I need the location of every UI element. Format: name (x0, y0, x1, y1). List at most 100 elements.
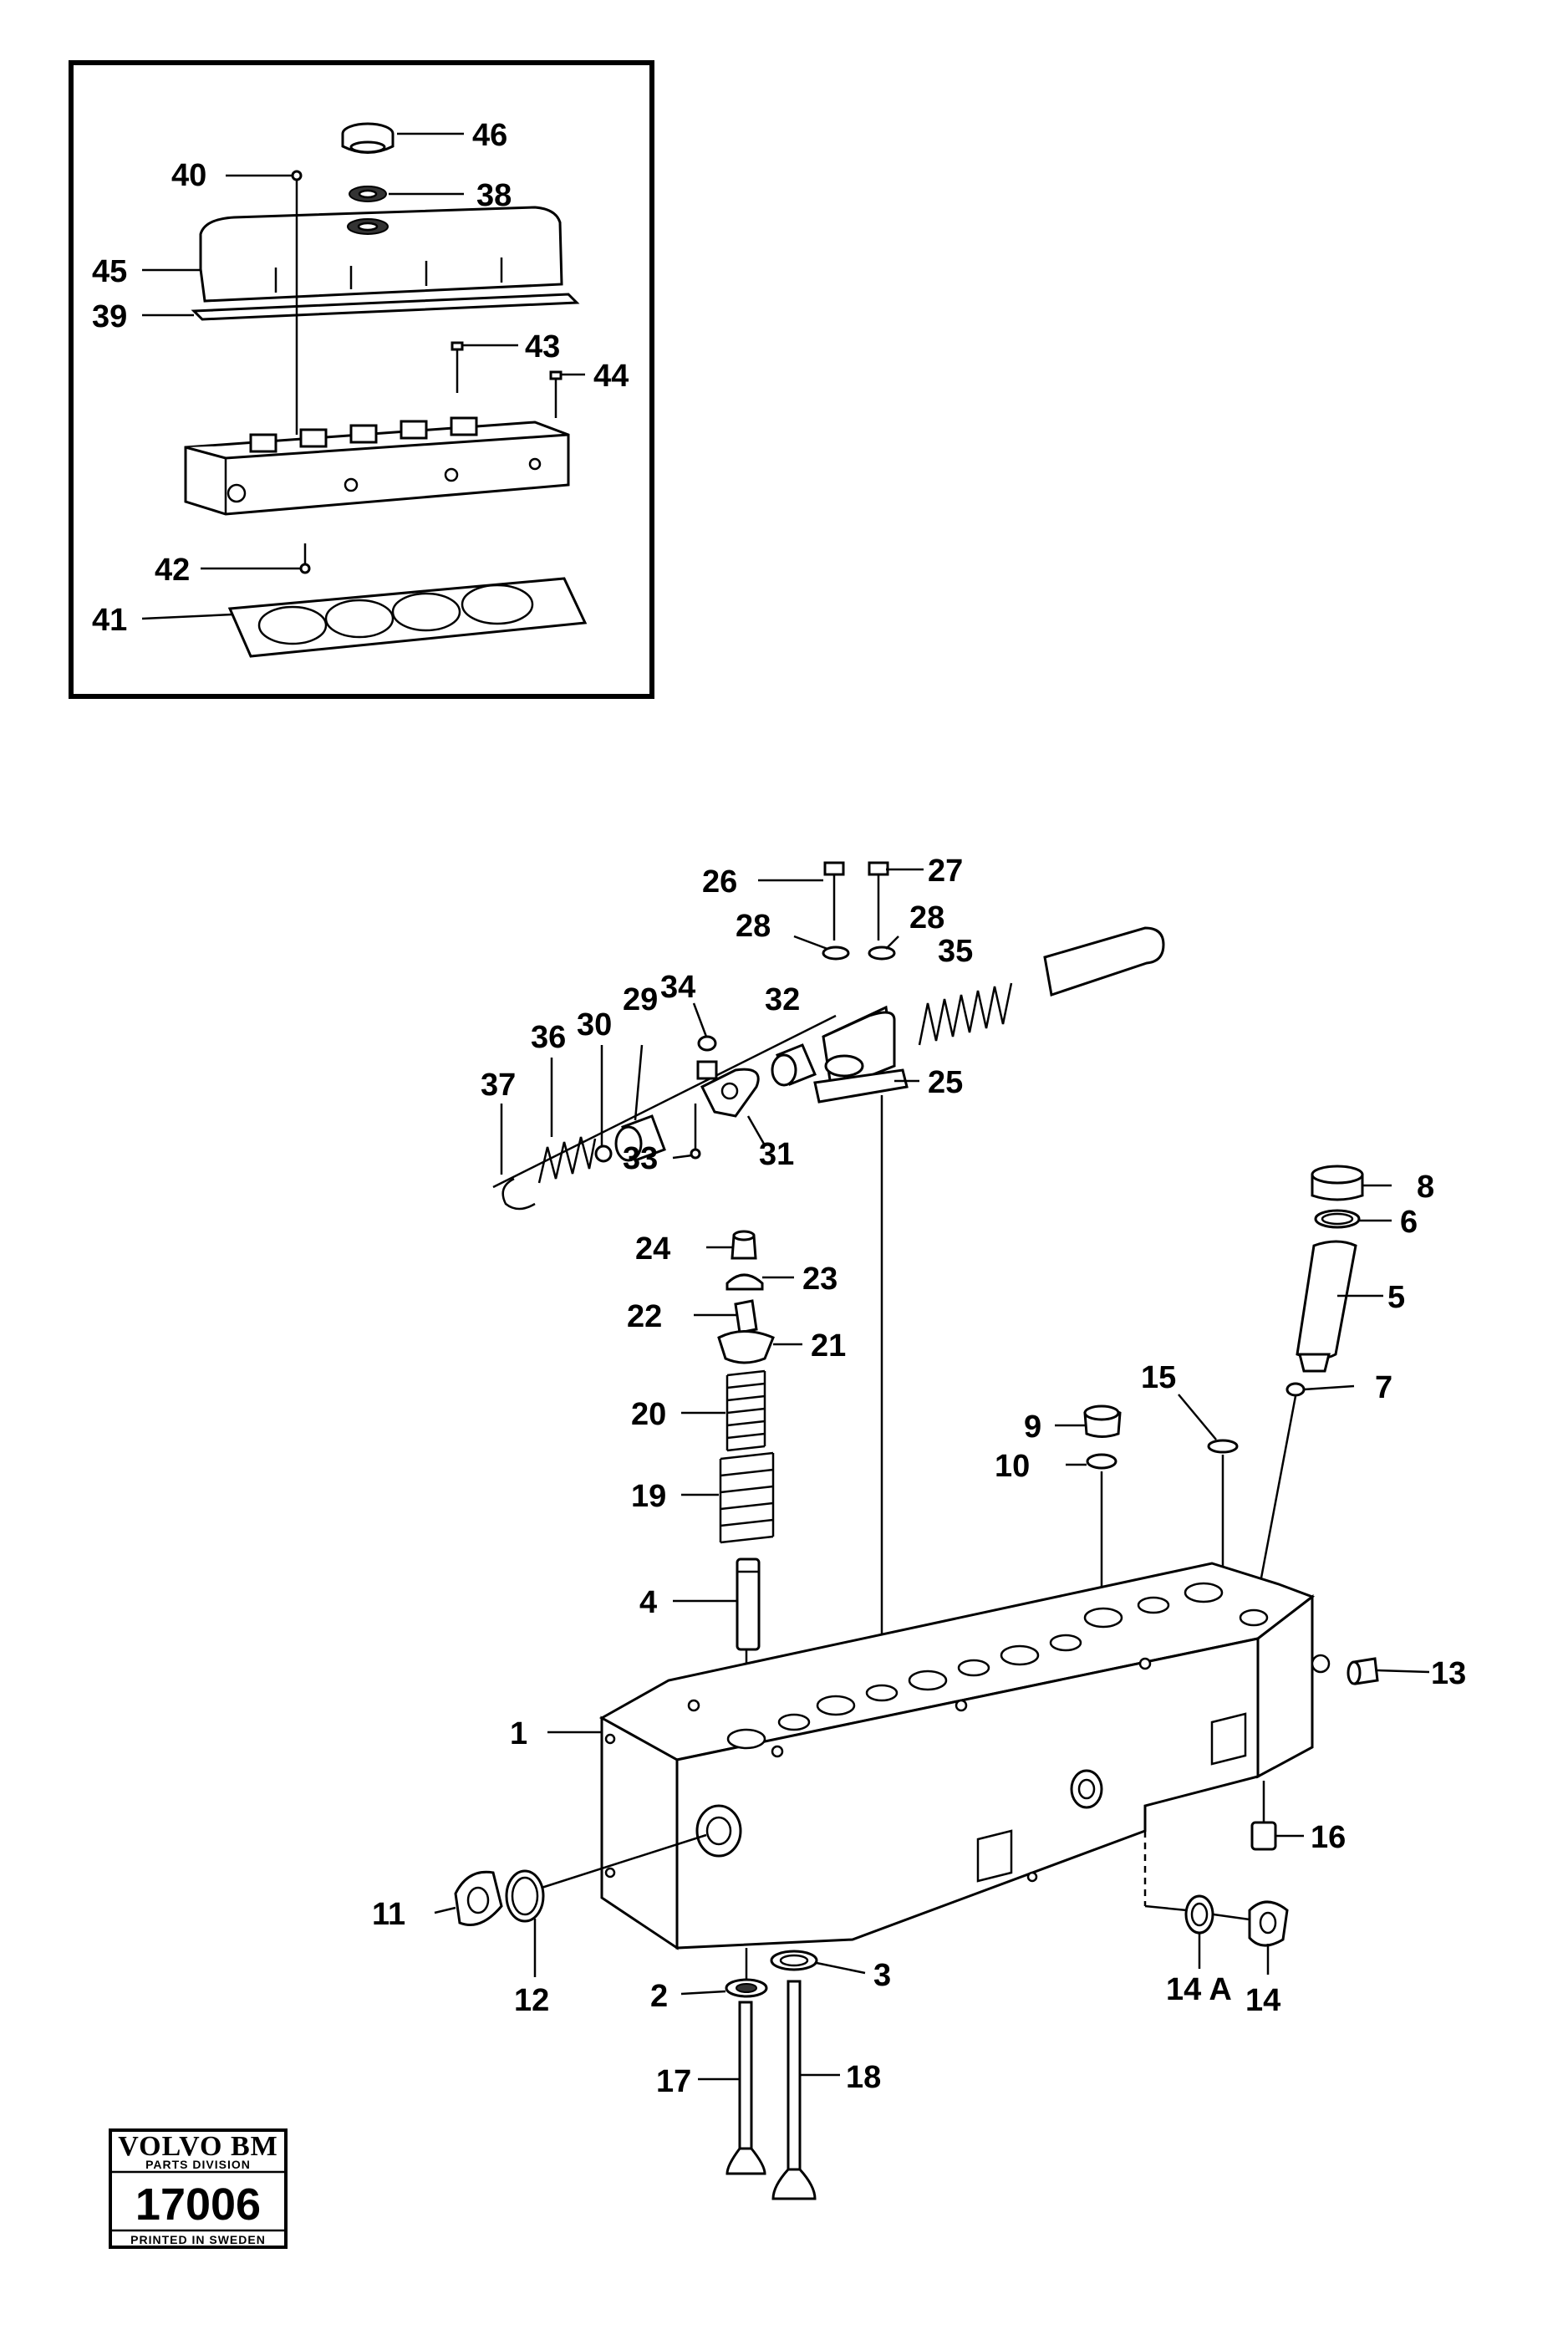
part-spring-retainer (717, 1330, 775, 1364)
stamp-frame (109, 2128, 288, 2249)
part-washer-28-left (822, 946, 850, 961)
label-32: 32 (765, 982, 800, 1017)
label-28-left: 28 (736, 909, 771, 944)
inset-valve-cover-group: 46 40 38 45 39 43 44 42 41 (69, 60, 654, 699)
label-38: 38 (476, 178, 512, 213)
label-40: 40 (171, 158, 206, 193)
label-35: 35 (938, 934, 973, 969)
part-screw-44 (549, 370, 563, 418)
label-46: 46 (472, 118, 507, 153)
part-plug-9 (1083, 1404, 1122, 1438)
stamp-footer: PRINTED IN SWEDEN (130, 2233, 266, 2246)
part-rotator (725, 1273, 764, 1291)
part-nut (697, 1035, 717, 1052)
part-washer-7 (1285, 1382, 1306, 1397)
part-valve-seat-3 (770, 1950, 818, 1971)
label-17: 17 (656, 2064, 691, 2099)
label-37: 37 (481, 1068, 516, 1103)
label-31: 31 (759, 1137, 794, 1172)
label-43: 43 (525, 329, 560, 364)
label-16: 16 (1311, 1820, 1346, 1855)
label-42: 42 (155, 553, 190, 588)
part-valve-17 (725, 2001, 766, 2175)
label-25: 25 (928, 1065, 963, 1100)
label-24: 24 (635, 1231, 670, 1267)
stamp-number: 17006 (135, 2179, 261, 2230)
part-head-gasket (227, 577, 588, 658)
part-bolt-26 (823, 861, 845, 941)
label-7: 7 (1375, 1370, 1392, 1405)
label-3: 3 (873, 1958, 891, 1993)
part-screw-43 (451, 341, 464, 393)
part-valve-guide (736, 1557, 761, 1651)
label-5: 5 (1387, 1280, 1405, 1315)
part-seal-14a (1184, 1894, 1214, 1935)
stamp-division: PARTS DIVISION (145, 2158, 251, 2171)
label-14: 14 (1245, 1983, 1280, 2018)
part-bolt-27 (868, 861, 889, 941)
label-10: 10 (995, 1449, 1030, 1484)
part-washer-28-right (868, 946, 896, 961)
label-30: 30 (577, 1007, 612, 1043)
stamp-brand: VOLVO BM (118, 2131, 277, 2162)
part-cover-gasket (191, 293, 580, 321)
part-rocker-spring (918, 982, 1013, 1046)
label-34: 34 (660, 970, 695, 1005)
part-seal-12 (505, 1869, 545, 1923)
label-8: 8 (1417, 1170, 1434, 1205)
part-cover-screw (291, 170, 303, 435)
part-injector-sleeve-group (1252, 1165, 1364, 1619)
part-plug-16 (1250, 1781, 1277, 1851)
label-28-right: 28 (909, 900, 944, 935)
part-rocker-bush (614, 1114, 666, 1162)
label-9: 9 (1024, 1410, 1041, 1445)
label-21: 21 (811, 1328, 846, 1364)
part-rocker-arm (696, 1060, 760, 1118)
part-valve-seat-2 (725, 1978, 768, 1998)
part-rocker-shaft-assembly (492, 861, 1165, 1211)
part-washer-10 (1086, 1453, 1117, 1470)
part-bush (771, 1043, 817, 1087)
part-plug-14 (1248, 1900, 1289, 1947)
label-19: 19 (631, 1479, 666, 1514)
label-11: 11 (372, 1897, 405, 1932)
part-valve-spring-stack (717, 1230, 775, 1731)
label-29: 29 (623, 982, 658, 1017)
label-23: 23 (802, 1262, 837, 1297)
part-spring-36 (537, 1136, 597, 1184)
label-15: 15 (1141, 1360, 1176, 1395)
label-41: 41 (92, 603, 127, 638)
part-oil-filler-cap (341, 122, 395, 154)
label-13: 13 (1431, 1656, 1466, 1691)
label-14a: 14 A (1166, 1972, 1232, 2007)
part-plug-11 (454, 1870, 503, 1926)
part-outer-spring (719, 1451, 775, 1544)
part-cylinder-head-small (184, 416, 570, 516)
label-36: 36 (531, 1020, 566, 1055)
label-18: 18 (846, 2060, 881, 2095)
part-inner-spring (725, 1369, 766, 1452)
part-cylinder-head (598, 1562, 1331, 1950)
label-44: 44 (593, 359, 629, 394)
label-26: 26 (702, 864, 737, 900)
volvo-bm-stamp: VOLVO BM PARTS DIVISION 17006 PRINTED IN… (109, 2128, 288, 2249)
label-39: 39 (92, 299, 127, 334)
label-33: 33 (623, 1141, 658, 1176)
part-seal-15 (1207, 1439, 1239, 1454)
label-20: 20 (631, 1397, 666, 1432)
main-cylinder-head-group: 26 27 28 28 34 32 35 37 36 30 29 25 33 3… (372, 854, 1466, 2200)
part-adjusting-screw (690, 1104, 701, 1160)
label-4: 4 (639, 1585, 657, 1620)
inset-frame (69, 60, 654, 699)
label-27: 27 (928, 854, 963, 889)
label-22: 22 (627, 1299, 662, 1334)
label-2: 2 (650, 1979, 668, 2014)
label-6: 6 (1400, 1205, 1418, 1240)
part-collets (734, 1299, 758, 1334)
part-plug-13 (1347, 1657, 1379, 1685)
label-45: 45 (92, 254, 127, 289)
label-12: 12 (514, 1983, 549, 2018)
part-circlip (501, 1177, 536, 1211)
part-rocker-bracket (813, 1005, 909, 1104)
